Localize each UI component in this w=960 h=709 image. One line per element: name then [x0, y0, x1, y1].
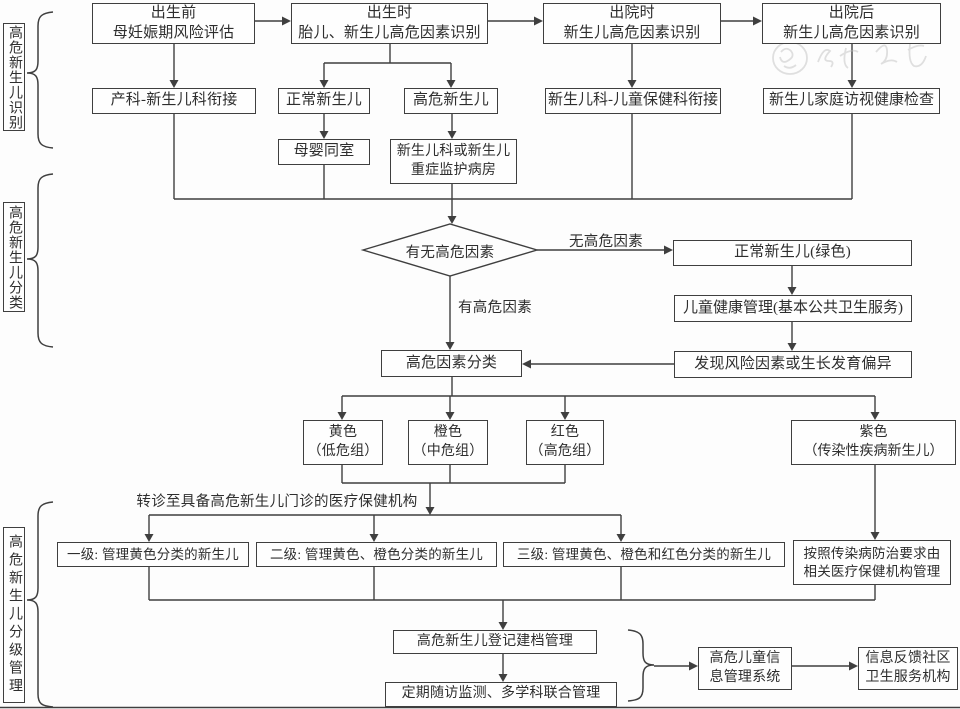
box-followup-monitoring: 定期随访监测、多学科联合管理 — [385, 682, 617, 707]
box-at-discharge-identification: 出院时 新生儿高危因素识别 — [543, 3, 721, 44]
arrowhead — [689, 661, 698, 671]
box-child-health-management: 儿童健康管理(基本公共卫生服务) — [674, 295, 912, 322]
box-child-health-link: 新生儿科-儿童保健科衔接 — [545, 88, 721, 114]
box-level1-management: 一级: 管理黄色分类的新生儿 — [57, 542, 249, 567]
box-level3-management: 三级: 管理黄色、橙色和红色分类的新生儿 — [503, 542, 785, 567]
arrowhead — [282, 16, 291, 26]
watermark-stamp-icon — [772, 41, 927, 75]
arrowhead — [534, 16, 543, 26]
box-prenatal-risk-assessment: 出生前 母妊娠期风险评估 — [92, 3, 255, 44]
box-registration-archive: 高危新生儿登记建档管理 — [393, 630, 597, 654]
arrowhead — [447, 131, 457, 139]
arrowhead — [144, 534, 154, 542]
arrowhead — [787, 287, 797, 295]
box-normal-newborn-green: 正常新生儿(绿色) — [673, 240, 912, 266]
box-level2-management: 二级: 管理黄色、橙色分类的新生儿 — [256, 542, 497, 567]
arrowhead — [498, 674, 508, 682]
brace-section-management — [26, 501, 54, 708]
box-info-management-system: 高危儿童信 息管理系统 — [698, 647, 792, 690]
box-home-visit-check: 新生儿家庭访视健康检查 — [763, 88, 940, 114]
arrowhead — [319, 131, 329, 139]
arrowhead — [369, 534, 379, 542]
arrowhead — [337, 412, 347, 420]
sidebar-section-classification: 高危新生儿分类 — [3, 202, 25, 312]
box-community-feedback: 信息反馈社区 卫生服务机构 — [858, 647, 958, 690]
arrowhead — [753, 16, 762, 26]
label-has-risk-branch: 有高危因素 — [458, 300, 532, 316]
box-at-birth-identification: 出生时 胎儿、新生儿高危因素识别 — [291, 3, 488, 44]
box-red-high-risk: 红色 （高危组） — [526, 420, 604, 465]
box-yellow-low-risk: 黄色 （低危组） — [303, 420, 383, 465]
box-orange-medium-risk: 橙色 （中危组） — [408, 420, 488, 465]
arrowhead — [445, 342, 455, 350]
arrowhead — [446, 80, 456, 88]
arrowhead — [787, 343, 797, 351]
arrowhead — [498, 622, 508, 630]
arrowhead — [169, 80, 179, 88]
arrowhead — [445, 412, 455, 420]
box-normal-newborn: 正常新生儿 — [278, 88, 370, 114]
arrowhead — [425, 507, 435, 515]
decision-diamond-label: 有无高危因素 — [405, 245, 495, 261]
arrowhead — [447, 216, 457, 224]
arrowhead — [319, 80, 329, 88]
box-after-discharge-identification: 出院后 新生儿高危因素识别 — [762, 3, 941, 44]
box-purple-infectious: 紫色 （传染性疾病新生儿） — [791, 420, 956, 465]
arrowhead — [627, 80, 637, 88]
box-nicu: 新生儿科或新生儿 重症监护病房 — [390, 139, 517, 184]
arrowhead — [870, 412, 880, 420]
arrowhead — [616, 534, 626, 542]
arrowhead — [849, 661, 858, 671]
arrowhead — [522, 359, 531, 369]
brace-section-classification — [26, 173, 54, 348]
box-risk-factor-classify: 高危因素分类 — [381, 350, 522, 377]
box-high-risk-newborn: 高危新生儿 — [404, 88, 498, 114]
arrowhead — [870, 532, 880, 540]
arrowhead — [560, 412, 570, 420]
box-infectious-management: 按照传染病防治要求由 相关医疗保健机构管理 — [793, 540, 951, 585]
brace-section-identification — [26, 11, 54, 149]
label-no-risk-branch: 无高危因素 — [569, 234, 643, 250]
box-risk-factor-found: 发现风险因素或生长发育偏异 — [674, 351, 912, 378]
label-referral-note: 转诊至具备高危新生儿门诊的医疗保健机构 — [136, 494, 418, 510]
arrowhead — [664, 245, 673, 255]
sidebar-section-identification: 高危新生儿识别 — [3, 23, 25, 131]
box-obstetric-neonatal-link: 产科-新生儿科衔接 — [92, 88, 256, 114]
arrowhead — [847, 80, 857, 88]
box-rooming-in: 母婴同室 — [278, 139, 370, 165]
sidebar-section-management: 高危新生儿分级管理 — [3, 527, 25, 703]
brace-registration-group — [627, 629, 655, 702]
